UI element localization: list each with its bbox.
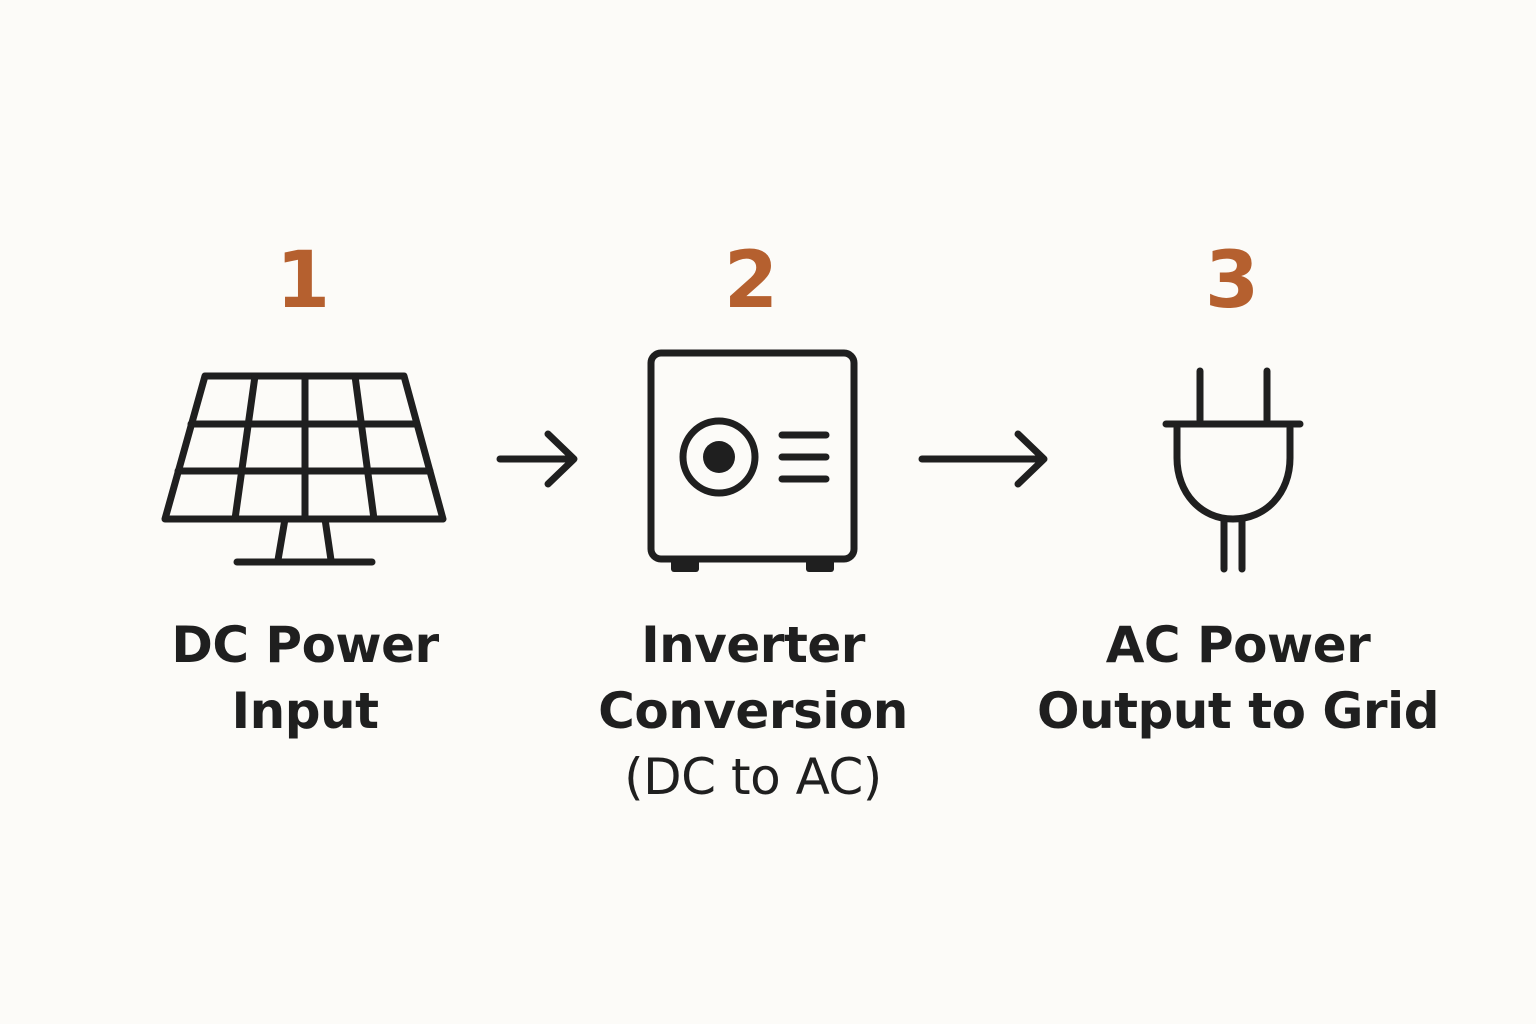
right-arrow-icon [918, 430, 1048, 488]
step-3-label-line-2: Output to Grid [1037, 682, 1439, 740]
step-2-number: 2 [723, 236, 779, 326]
step-2-label: Inverter Conversion (DC to AC) [543, 612, 963, 810]
step-2-label-line-3: (DC to AC) [624, 748, 882, 806]
step-1-label: DC Power Input [95, 612, 515, 744]
step-1-label-line-2: Input [231, 682, 380, 740]
right-arrow-icon [496, 430, 578, 488]
step-2-label-line-2: Conversion [598, 682, 908, 740]
step-3-number: 3 [1204, 236, 1260, 326]
power-plug-icon [1162, 367, 1304, 573]
step-3-label-line-1: AC Power [1105, 616, 1371, 674]
inverter-icon [647, 349, 858, 572]
step-1-number: 1 [275, 236, 331, 326]
solar-panel-icon [161, 372, 447, 566]
step-1-label-line-1: DC Power [171, 616, 439, 674]
step-2-label-line-1: Inverter [641, 616, 865, 674]
step-3-label: AC Power Output to Grid [1028, 612, 1448, 744]
